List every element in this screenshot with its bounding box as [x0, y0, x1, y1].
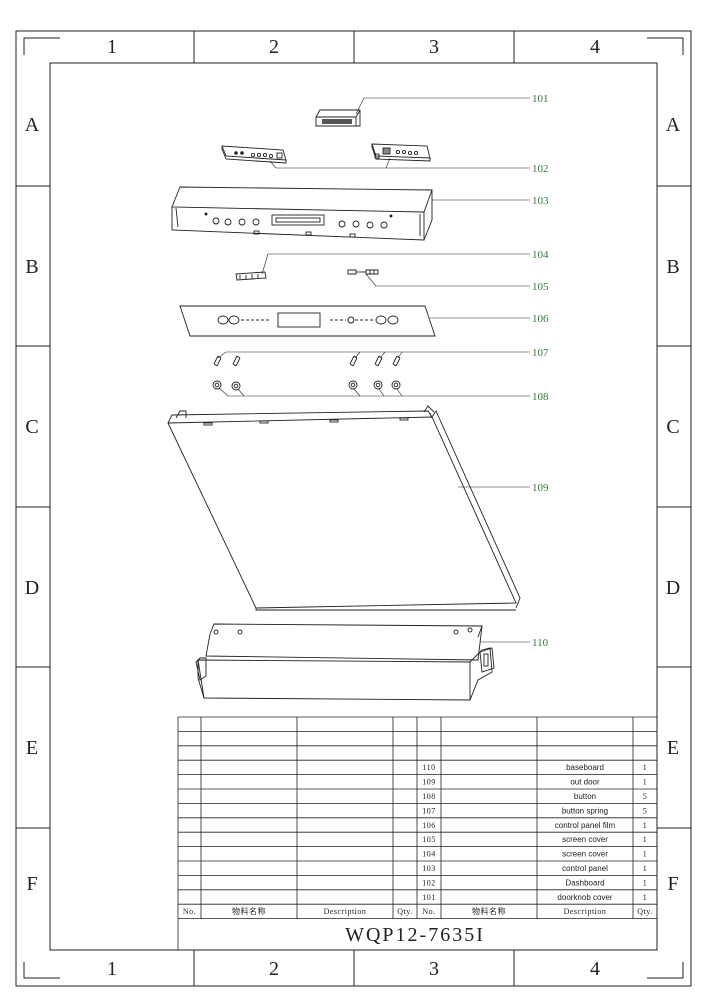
callout-109: 109 [532, 482, 549, 494]
row-label-right-c: C [666, 416, 679, 438]
callout-105: 105 [532, 281, 549, 293]
bom-row-qty: 1 [643, 778, 648, 787]
bom-row-no: 110 [422, 763, 435, 772]
part-103-control-panel [171, 186, 433, 241]
bom-row-qty: 1 [643, 821, 648, 830]
part-102-dashboard [221, 143, 431, 164]
bom-row-description: out door [570, 778, 600, 787]
bom-row-no: 104 [422, 850, 436, 859]
row-label-right-f: F [667, 873, 678, 895]
part-107-button-springs [213, 355, 401, 367]
callout-104: 104 [532, 249, 549, 261]
bom-row-qty: 1 [643, 864, 648, 873]
bom-row-no: 105 [422, 835, 436, 844]
row-label-d: D [25, 577, 39, 599]
bom-header-qty: Qty. [397, 907, 412, 916]
bom-header-name: 物料名称 [232, 906, 266, 916]
bom-row-no: 107 [422, 806, 436, 815]
part-104-screen-cover [235, 271, 267, 281]
row-label-b: B [25, 256, 38, 278]
bom-row-no: 103 [422, 864, 436, 873]
bom-row-description: button spring [562, 806, 608, 815]
bom-row-qty: 1 [643, 893, 648, 902]
bom-header-name-right: 物料名称 [472, 906, 506, 916]
bom-row-description: button [574, 792, 596, 801]
row-label-e: E [26, 737, 38, 759]
bom-header-qty-right: Qty. [637, 907, 652, 916]
callout-108: 108 [532, 391, 549, 403]
part-109-out-door [167, 405, 521, 611]
column-label-1: 1 [107, 36, 117, 58]
callout-103: 103 [532, 195, 549, 207]
column-label-2: 2 [269, 36, 279, 58]
callout-106: 106 [532, 313, 549, 325]
row-label-right-a: A [666, 114, 681, 136]
part-106-control-panel-film [179, 305, 436, 337]
part-108-buttons [212, 380, 401, 391]
bom-row-description: control panel film [555, 821, 616, 830]
bom-row-description: baseboard [566, 763, 604, 772]
model-number: WQP12-7635I [345, 924, 485, 946]
bom-row-description: screen cover [562, 850, 608, 859]
part-101-doorknob-cover [315, 109, 361, 127]
bom-row-description: Dashboard [565, 878, 604, 887]
bom-row-qty: 1 [643, 763, 648, 772]
column-label-bottom-1: 1 [107, 958, 117, 980]
row-label-a: A [25, 114, 40, 136]
callout-110: 110 [532, 637, 549, 649]
part-105-screen-cover [347, 269, 379, 275]
callout-107: 107 [532, 347, 549, 359]
bom-row-description: screen cover [562, 835, 608, 844]
bom-row-description: control panel [562, 864, 608, 873]
bom-table: No. 物料名称 Description Qty. No. 物料名称 Description… [177, 716, 658, 951]
callout-102: 102 [532, 163, 549, 175]
bom-header-description-right: Description [564, 907, 607, 916]
bom-row-no: 108 [422, 792, 436, 801]
callout-101: 101 [532, 93, 549, 105]
column-label-4: 4 [590, 36, 600, 58]
bom-row-no: 109 [422, 778, 436, 787]
column-label-3: 3 [429, 36, 439, 58]
column-label-bottom-3: 3 [429, 958, 439, 980]
bom-header-description: Description [324, 907, 367, 916]
bom-row-no: 101 [422, 893, 436, 902]
row-label-right-b: B [666, 256, 679, 278]
row-label-right-e: E [667, 737, 679, 759]
bom-row-qty: 1 [643, 835, 648, 844]
bom-row-qty: 1 [643, 850, 648, 859]
bom-header-no: No. [183, 907, 196, 916]
row-label-c: C [25, 416, 38, 438]
column-label-bottom-4: 4 [590, 958, 600, 980]
row-label-f: F [26, 873, 37, 895]
bom-row-qty: 5 [643, 806, 648, 815]
bom-header-no-right: No. [422, 907, 435, 916]
part-110-baseboard [195, 623, 495, 701]
bom-row-qty: 5 [643, 792, 648, 801]
leader-lines [217, 97, 530, 643]
row-label-right-d: D [666, 577, 680, 599]
bom-row-description: doorknob cover [557, 893, 612, 902]
bom-row-no: 102 [422, 878, 436, 887]
bom-row-qty: 1 [643, 878, 648, 887]
column-label-bottom-2: 2 [269, 958, 279, 980]
bom-row-no: 106 [422, 821, 436, 830]
